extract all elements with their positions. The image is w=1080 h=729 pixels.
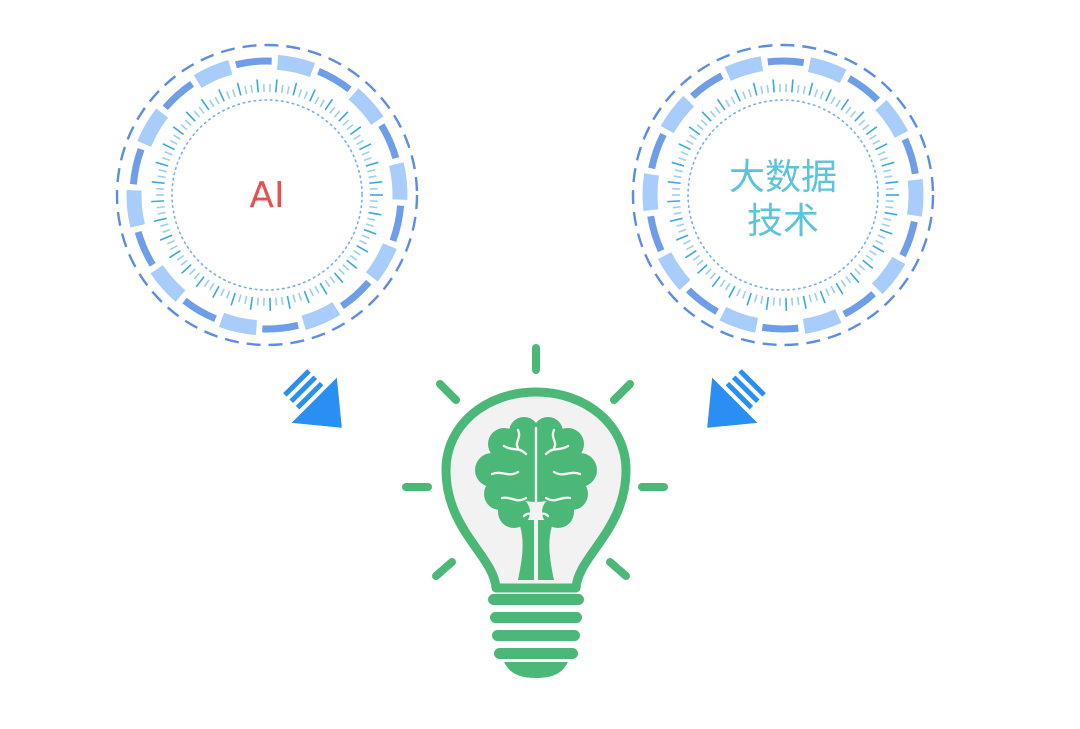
ring-outer-dashes: [115, 43, 419, 347]
big-data-circle: [631, 43, 935, 347]
ring-segments: [642, 56, 924, 334]
ring-segments: [126, 54, 408, 336]
ring-outer-dashes: [631, 43, 935, 347]
arrow-down-right-icon: [283, 369, 342, 428]
big-data-circle-label: 大数据技术: [729, 157, 837, 242]
ring-inner-dots: [687, 99, 879, 291]
bulb-base: [488, 594, 584, 678]
brain-folds: [490, 426, 582, 530]
arrow-down-left-icon: [707, 369, 766, 428]
ai-circle-label: AI: [249, 175, 284, 216]
lightbulb-brain-icon: [402, 344, 668, 678]
ring-inner-dots: [171, 99, 363, 291]
bulb-rays: [402, 344, 668, 580]
ai-circle: [115, 43, 419, 347]
ring-ticks: [667, 79, 899, 311]
ring-ticks: [151, 79, 383, 311]
